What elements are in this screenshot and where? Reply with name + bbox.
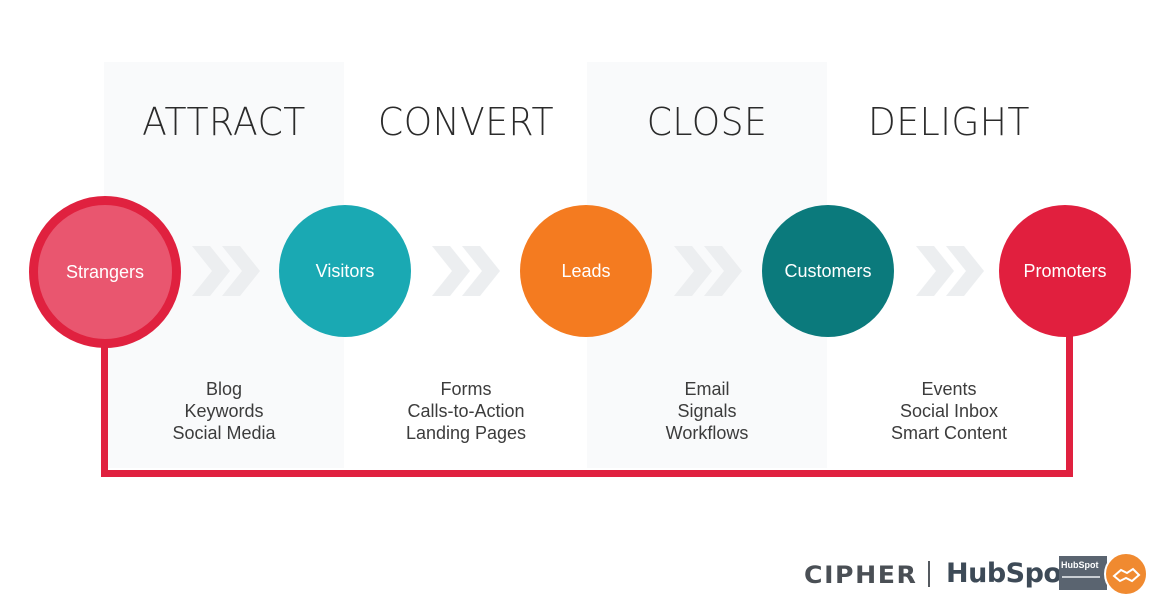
node-customers: Customers [762, 205, 894, 337]
stage-title-convert: CONVERT [378, 100, 554, 144]
tool-item: Blog [205, 379, 243, 399]
handshake-icon [1104, 552, 1148, 596]
tool-item: Landing Pages [405, 423, 527, 443]
tool-item: Social Inbox [899, 401, 999, 421]
node-promoters: Promoters [999, 205, 1131, 337]
node-label-promoters: Promoters [1023, 260, 1107, 281]
chevron-arrow-icon [674, 246, 742, 296]
hubspot-partner-badge: HubSpot [1059, 556, 1107, 590]
tool-item: Calls-to-Action [407, 401, 525, 421]
badge-label: HubSpot [1061, 560, 1099, 570]
node-visitors: Visitors [279, 205, 411, 337]
stage-title-delight: DELIGHT [868, 100, 1030, 144]
tool-item: Workflows [665, 423, 749, 443]
stage-title-attract: ATTRACT [142, 100, 306, 144]
tool-item: Keywords [184, 401, 264, 421]
chevron-arrow-icon [192, 246, 260, 296]
node-label-visitors: Visitors [315, 260, 375, 281]
tool-item: Social Media [172, 423, 276, 443]
tools-list-close: Email Signals Workflows [587, 378, 827, 444]
node-leads: Leads [520, 205, 652, 337]
tool-item: Smart Content [890, 423, 1008, 443]
tool-item: Signals [677, 401, 737, 421]
tools-list-delight: Events Social Inbox Smart Content [829, 378, 1069, 444]
stage-title-close: CLOSE [646, 100, 768, 144]
node-label-strangers: Strangers [65, 261, 145, 282]
logo-divider [928, 561, 930, 587]
tool-item: Forms [440, 379, 492, 399]
badge-underline [1062, 576, 1100, 578]
tool-item: Email [684, 379, 730, 399]
node-strangers: Strangers [29, 196, 181, 348]
node-label-leads: Leads [561, 260, 611, 281]
feedback-loop-line [101, 320, 1073, 477]
chevron-arrow-icon [916, 246, 984, 296]
tool-item: Events [921, 379, 977, 399]
tools-list-attract: Blog Keywords Social Media [104, 378, 344, 444]
hubspot-logo: HubSpot [946, 558, 1074, 589]
tools-list-convert: Forms Calls-to-Action Landing Pages [346, 378, 586, 444]
node-label-customers: Customers [784, 260, 872, 281]
cipher-logo: CIPHER [804, 561, 918, 589]
chevron-arrow-icon [432, 246, 500, 296]
